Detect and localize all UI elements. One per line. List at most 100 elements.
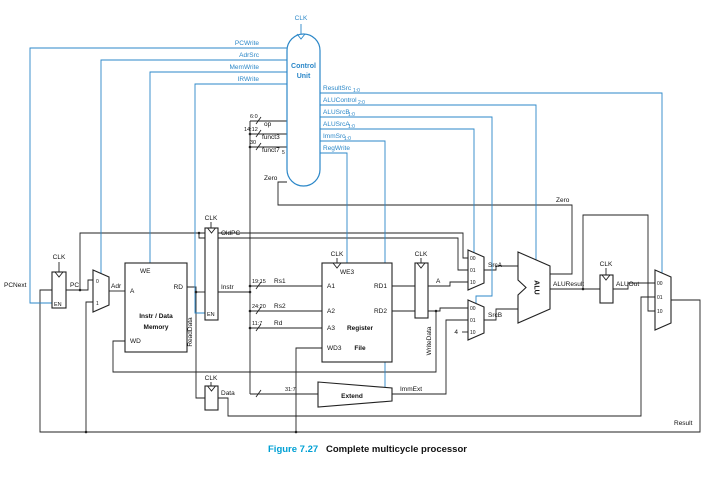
label-bits-imm: 31:7 [285, 387, 296, 393]
label-irwrite: IRWrite [238, 76, 260, 83]
label-memory-title-1: Instr / Data [139, 313, 173, 320]
label-bits-rs2: 24:20 [252, 304, 266, 310]
label-op: op [264, 121, 272, 128]
clk-label-data-reg: CLK [205, 375, 218, 382]
bus-slashes [255, 116, 262, 398]
wire-pc-to-srca [79, 232, 468, 290]
label-srcb: SrcB [488, 312, 502, 319]
wire-aluresult-to-mux10 [582, 214, 655, 312]
alu-shape [517, 251, 551, 324]
junction-dot [197, 231, 201, 235]
wire-writedata-to-srcb [428, 307, 468, 312]
label-a-reg-out: A [436, 278, 441, 285]
wire-immext [392, 319, 468, 395]
label-alusrca-sub: 1:0 [348, 124, 355, 130]
pc-register [51, 271, 67, 309]
label-regfile-title-1: Register [347, 325, 373, 332]
clk-label-control: CLK [295, 15, 308, 22]
clk-label-pc: CLK [53, 254, 66, 261]
label-en-pc: EN [54, 302, 62, 308]
label-rs2: Rs2 [274, 303, 286, 310]
label-bits-funct3: 14:12 [244, 127, 258, 133]
wire-result-loop [39, 289, 701, 433]
junction-dot [581, 287, 585, 291]
label-pc: PC [70, 282, 79, 289]
label-alusrcb-sub: 1:0 [348, 112, 355, 118]
instr-data-memory [124, 262, 188, 353]
label-bits-rs1: 19:15 [252, 279, 266, 285]
label-en-instr-reg: EN [207, 312, 215, 318]
datapath-labels: PCNext CLK EN PC 0 1 Adr WE A RD Instr /… [4, 197, 693, 427]
srcb-mux-10: 10 [470, 330, 476, 336]
wire-alusrcb [320, 116, 493, 303]
wire-irwrite [194, 83, 287, 314]
control-unit-labels: CLK Control Unit PCWrite AdrSrc MemWrite… [230, 15, 366, 182]
adr-mux-1: 1 [96, 301, 99, 307]
junction-dot [78, 288, 82, 292]
label-alu: ALU [533, 280, 540, 294]
adr-mux-0: 0 [96, 279, 99, 285]
srca-mux-00: 00 [470, 256, 476, 262]
label-we3: WE3 [340, 269, 354, 276]
wire-result-to-wd3 [295, 347, 322, 432]
result-mux-01: 01 [657, 295, 663, 301]
junction-dot [248, 326, 252, 330]
wire-result-to-adrmux [85, 301, 93, 432]
wire-srcb-to-alu [484, 308, 518, 321]
label-result: Result [674, 420, 693, 427]
marks [54, 33, 611, 434]
label-alusrca: ALUSrcA [323, 121, 350, 128]
label-alucontrol: ALUControl [323, 97, 357, 104]
label-readdata: ReadData [187, 317, 194, 347]
extend-unit [317, 381, 393, 408]
label-adrsrc: AdrSrc [239, 52, 260, 59]
label-rd2: RD2 [374, 308, 387, 315]
control-unit-title-1: Control [291, 63, 316, 70]
adr-mux [92, 269, 110, 313]
datapath-wires [39, 120, 701, 433]
clock-triangles [54, 227, 611, 392]
label-a3: A3 [327, 325, 335, 332]
label-bits-op: 6:0 [250, 114, 258, 120]
label-bits-rd: 11:7 [252, 321, 262, 327]
clock-stubs [58, 222, 607, 386]
junction-dot [434, 309, 438, 313]
label-zero-input: Zero [264, 175, 278, 182]
clk-label-regfile: CLK [331, 251, 344, 258]
control-unit-title-2: Unit [297, 73, 311, 80]
result-mux [654, 269, 672, 331]
junction-dot [294, 430, 298, 434]
label-funct7-sub: 5 [282, 150, 285, 156]
wire-srca-to-alu [484, 265, 518, 271]
wire-readdata [187, 286, 205, 399]
label-mem-wd: WD [130, 338, 141, 345]
junction-dot [248, 284, 252, 288]
label-a2: A2 [327, 308, 335, 315]
junction-dot [84, 430, 88, 434]
instr-register [204, 227, 219, 321]
label-resultsrc-sub: 1:0 [353, 88, 360, 94]
label-extend: Extend [341, 393, 363, 400]
wire-pcwrite [29, 47, 287, 304]
label-alusrcb: ALUSrcB [323, 109, 350, 116]
label-const-4: 4 [454, 329, 458, 336]
aluout-register [599, 274, 614, 304]
wire-aluout-out [613, 282, 655, 290]
label-writedata: WriteData [426, 326, 433, 355]
wire-a-to-srca [428, 281, 468, 287]
label-data: Data [221, 390, 235, 397]
label-resultsrc: ResultSrc [323, 85, 352, 92]
label-immext: ImmExt [400, 386, 422, 393]
label-immsrc: ImmSrc [323, 133, 346, 140]
clk-label-instr-reg: CLK [205, 215, 218, 222]
figure-caption: Figure 7.27 Complete multicycle processo… [268, 444, 467, 455]
label-zero-wire: Zero [556, 197, 570, 204]
caption-number: Figure 7.27 [268, 444, 318, 455]
label-funct3: funct3 [262, 134, 280, 141]
label-a1: A1 [327, 283, 335, 290]
label-funct7: funct7 [262, 147, 280, 154]
wire-zero [277, 181, 573, 275]
junction-dots [78, 132, 585, 434]
